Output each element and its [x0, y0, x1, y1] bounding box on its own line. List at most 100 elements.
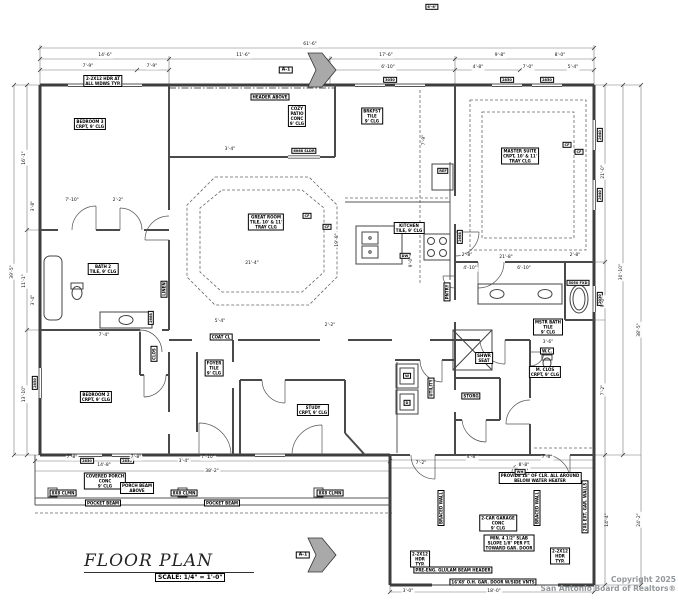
ceiling-outlines	[35, 90, 592, 514]
dim: 30'-10"	[618, 262, 625, 282]
dim: 11'-6"	[235, 52, 251, 59]
dim: 7'-4"	[97, 332, 111, 339]
door-swings	[71, 205, 571, 480]
dim: 3'-4"	[177, 458, 191, 465]
window-tag: 3050	[383, 76, 397, 84]
dim: 4'-8"	[471, 64, 485, 71]
dim: 7'-9"	[145, 63, 159, 70]
dim: 18'-0"	[486, 588, 502, 595]
dim: 7'-2"	[414, 460, 428, 467]
room-label-water-closet: W.C.	[539, 347, 555, 355]
note-column-3: 8X8 CLMN	[316, 489, 344, 497]
ceiling-fan-tag: CF	[562, 141, 572, 149]
windows	[37, 82, 597, 458]
room-label-storage: STORG	[461, 392, 481, 400]
note-braced-left: BRACED WALL	[437, 489, 445, 527]
dishwasher-tag: DW	[399, 252, 411, 260]
room-label-foyer: FOYER TILE 9' CLG	[204, 359, 224, 377]
note-porch-beam: PORCH BEAM ABOVE	[120, 482, 154, 494]
room-label-great-room: GREAT ROOM TILE, 10' & 11' TRAY CLG	[247, 213, 285, 231]
room-label-bath-2: BATH 2 TILE, 9' CLG	[87, 263, 119, 275]
note-garage-door: 16'X8' O.H. GAR. DOOR W/SIDE VNTS	[449, 578, 537, 586]
window-tag: 2640	[596, 188, 604, 202]
note-column-2: 8X8 CLMN	[170, 489, 198, 497]
dim: 7'-9"	[81, 63, 95, 70]
dim: 2'-8"	[460, 252, 474, 259]
dim: 38'-5"	[636, 322, 643, 338]
dim: 24'-2"	[636, 512, 643, 528]
master-shower	[452, 329, 493, 371]
room-label-bedroom-3: BEDROOM 3 CRPT, 9' CLG	[73, 118, 107, 130]
room-label-master-closet: M. CLOS CRPT, 9' CLG	[528, 366, 562, 378]
note-water-heater: PROVIDE 18" OF CLR. ALL AROUND BELOW WAT…	[498, 472, 582, 484]
dim: 21'-4"	[244, 260, 260, 267]
note-header-above: HEADER ABOVE	[250, 93, 290, 101]
window-tag: 2850	[120, 457, 134, 465]
dim: 9'-0"	[408, 255, 415, 269]
room-label-study: STUDY CRPT, 9' CLG	[296, 404, 330, 416]
dim: 39'-5"	[9, 264, 16, 280]
room-label-master-suite: MASTER SUITE CRPT, 10' & 11' TRAY CLG	[501, 147, 539, 165]
section-arrow-bottom	[307, 537, 337, 573]
kitchen-sink	[361, 231, 379, 245]
room-label-kitchen: KITCHEN TILE, 9' CLG	[393, 222, 425, 234]
room-label-shower-seat: SHWR SEAT	[475, 352, 493, 364]
dim: 5'-4"	[213, 318, 227, 325]
dim: 21'-8"	[498, 254, 514, 261]
note-braced-right: BRACED WALL	[533, 489, 541, 527]
dim: 2'-2"	[111, 197, 125, 204]
window-tag: 2850	[31, 376, 39, 390]
note-glulam: PRE-ENG. GLULAM BEAM HEADER	[413, 566, 493, 574]
fridge-tag: REF	[437, 167, 449, 175]
room-label-utility: UTILITY	[427, 377, 435, 399]
dim: 3'-8"	[30, 199, 37, 213]
room-label-cozy-patio: COZY PATIO CONC 9' CLG	[287, 105, 307, 127]
toilet	[71, 286, 83, 300]
window-tag: 2640	[596, 128, 604, 142]
dim: 4'-8"	[465, 454, 479, 461]
note-garage-studs: 2X6 EXT. GAR. WALLS	[581, 480, 589, 534]
room-label-bed2-closet: CLOS	[150, 346, 158, 362]
dim: 14'-8"	[96, 462, 112, 469]
door-tag: 6068 SLDR	[291, 147, 317, 155]
window-tag: 2850	[500, 76, 514, 84]
room-label-bedroom-2: BEDROOM 2 CRPT, 9' CLG	[79, 391, 113, 403]
door-tag: 2668	[147, 311, 155, 325]
dim: 7'-8"	[129, 454, 143, 461]
copyright-line2: San Antonio Board of Realtors®	[540, 584, 677, 594]
dim: 9'-8"	[493, 52, 507, 59]
note-hdr-right: 2-2X12 HDR TYP.	[550, 547, 570, 565]
dim: 17'-6"	[378, 52, 394, 59]
dim: 3'-6"	[541, 339, 555, 346]
window-tag: 2850	[80, 457, 94, 465]
dim: 7'-2"	[600, 383, 607, 397]
section-marker-bottom: A-1	[295, 551, 311, 559]
note-pocket-beam-1: POCKET BEAM	[84, 499, 122, 507]
washer-tag: W	[403, 372, 411, 380]
dim: 2'-8"	[568, 252, 582, 259]
dim: 8'-8"	[517, 462, 531, 469]
dim: 8'-0"	[553, 52, 567, 59]
room-label-master-bath: MSTR BATH TILE 9' CLG	[533, 318, 563, 336]
dim: 7'-0"	[521, 64, 535, 71]
dryer	[395, 389, 419, 415]
dim: 38'-2"	[204, 468, 220, 475]
dim: 2'-2"	[323, 322, 337, 329]
note-slab: MIN. 4 1/2" SLAB SLOPE 1/8" PER FT. TOWA…	[483, 534, 535, 552]
room-label-linen: LINEN	[160, 280, 168, 298]
scale-label: SCALE: 1/4" = 1'-0"	[155, 573, 226, 582]
ceiling-fan-tag: CF	[574, 148, 584, 156]
dim: 7'-9"	[421, 133, 428, 147]
dim: 3'-4"	[30, 293, 37, 307]
ceiling-fan-tag: CF	[322, 223, 332, 231]
dim: 19'-8"	[334, 232, 341, 248]
tub	[43, 255, 63, 321]
dim: 3'-0"	[401, 588, 415, 595]
note-window-header: 2-2X12 HDR AT ALL WDWS TYP.	[83, 75, 123, 87]
dim: 11'-1"	[21, 273, 28, 289]
dim: 7'-8"	[540, 454, 554, 461]
section-marker-top: A-1	[278, 66, 294, 74]
edge-tag: 6'-6"	[425, 3, 439, 11]
